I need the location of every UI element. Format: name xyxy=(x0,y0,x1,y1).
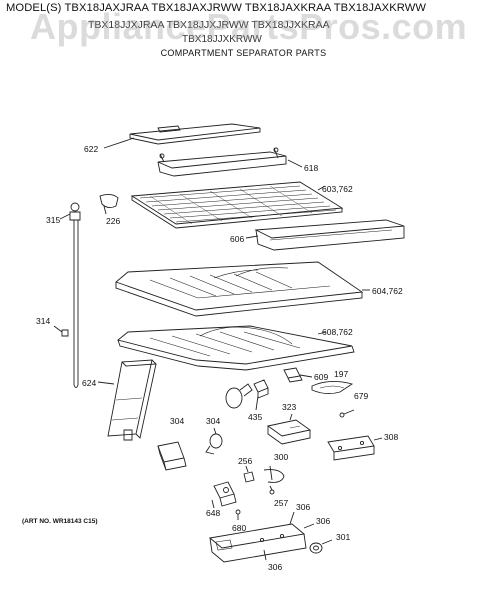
model-list-line2: TBX18JJXJRAA TBX18JJXJRWW TBX18JJXKRAA xyxy=(88,19,330,31)
part-435-socket xyxy=(253,379,269,411)
part-648-thermostat xyxy=(211,481,237,509)
label-622: 622 xyxy=(84,144,98,154)
part-lamp-bulb xyxy=(225,383,253,409)
label-308: 308 xyxy=(384,432,398,442)
part-323-housing xyxy=(266,413,312,445)
part-606-trim xyxy=(245,219,405,251)
label-315: 315 xyxy=(46,215,60,225)
label-618: 618 xyxy=(304,163,318,173)
label-435: 435 xyxy=(248,412,262,422)
label-304-housing: 304 xyxy=(170,416,184,426)
label-624: 624 xyxy=(82,378,96,388)
label-300: 300 xyxy=(274,452,288,462)
label-197: 197 xyxy=(334,369,348,379)
part-315-rod xyxy=(59,202,81,388)
label-226: 226 xyxy=(106,216,120,226)
part-301-grommet xyxy=(309,539,333,554)
part-304-housing xyxy=(157,441,187,471)
part-314-screw xyxy=(53,325,69,337)
label-304-knob: 304 xyxy=(206,416,220,426)
label-301: 301 xyxy=(336,532,350,542)
part-622-cover xyxy=(103,123,261,149)
part-308-bracket xyxy=(327,435,383,461)
part-609-switch xyxy=(283,367,313,383)
model-list-line3: TBX18JJXKRWW xyxy=(182,34,262,45)
label-603-762: 603,762 xyxy=(322,184,353,194)
label-608-762: 608,762 xyxy=(322,327,353,337)
label-306-right: 306 xyxy=(316,516,330,526)
label-648: 648 xyxy=(206,508,220,518)
part-603-shelf xyxy=(130,181,344,229)
label-606: 606 xyxy=(230,234,244,244)
art-number: (ART NO. WR18143 C15) xyxy=(22,518,98,525)
part-680-screw xyxy=(235,509,241,520)
label-323: 323 xyxy=(282,402,296,412)
label-609: 609 xyxy=(314,372,328,382)
part-256-clip xyxy=(243,465,255,483)
label-256: 256 xyxy=(238,456,252,466)
label-604-762: 604,762 xyxy=(372,286,403,296)
part-300-harness xyxy=(263,465,285,483)
part-306-tray xyxy=(208,511,315,563)
part-608-lower-pan xyxy=(117,325,355,371)
part-197-clip xyxy=(311,381,354,395)
diagram-subtitle: COMPARTMENT SEPARATOR PARTS xyxy=(160,48,327,58)
part-257-screw xyxy=(269,485,275,495)
part-304-knob xyxy=(205,427,223,455)
label-257: 257 xyxy=(274,498,288,508)
label-680: 680 xyxy=(232,523,246,533)
model-list: MODEL(S) TBX18JAXJRAA TBX18JAXJRWW TBX18… xyxy=(6,2,427,14)
part-226-clip xyxy=(99,193,119,215)
label-679: 679 xyxy=(354,391,368,401)
label-314: 314 xyxy=(36,316,50,326)
label-306-top: 306 xyxy=(296,502,310,512)
part-624-bracket xyxy=(97,359,158,441)
label-306-bottom: 306 xyxy=(268,562,282,572)
part-604-pan xyxy=(115,261,370,317)
part-679-screw xyxy=(339,409,355,418)
part-618-rail xyxy=(157,147,303,177)
